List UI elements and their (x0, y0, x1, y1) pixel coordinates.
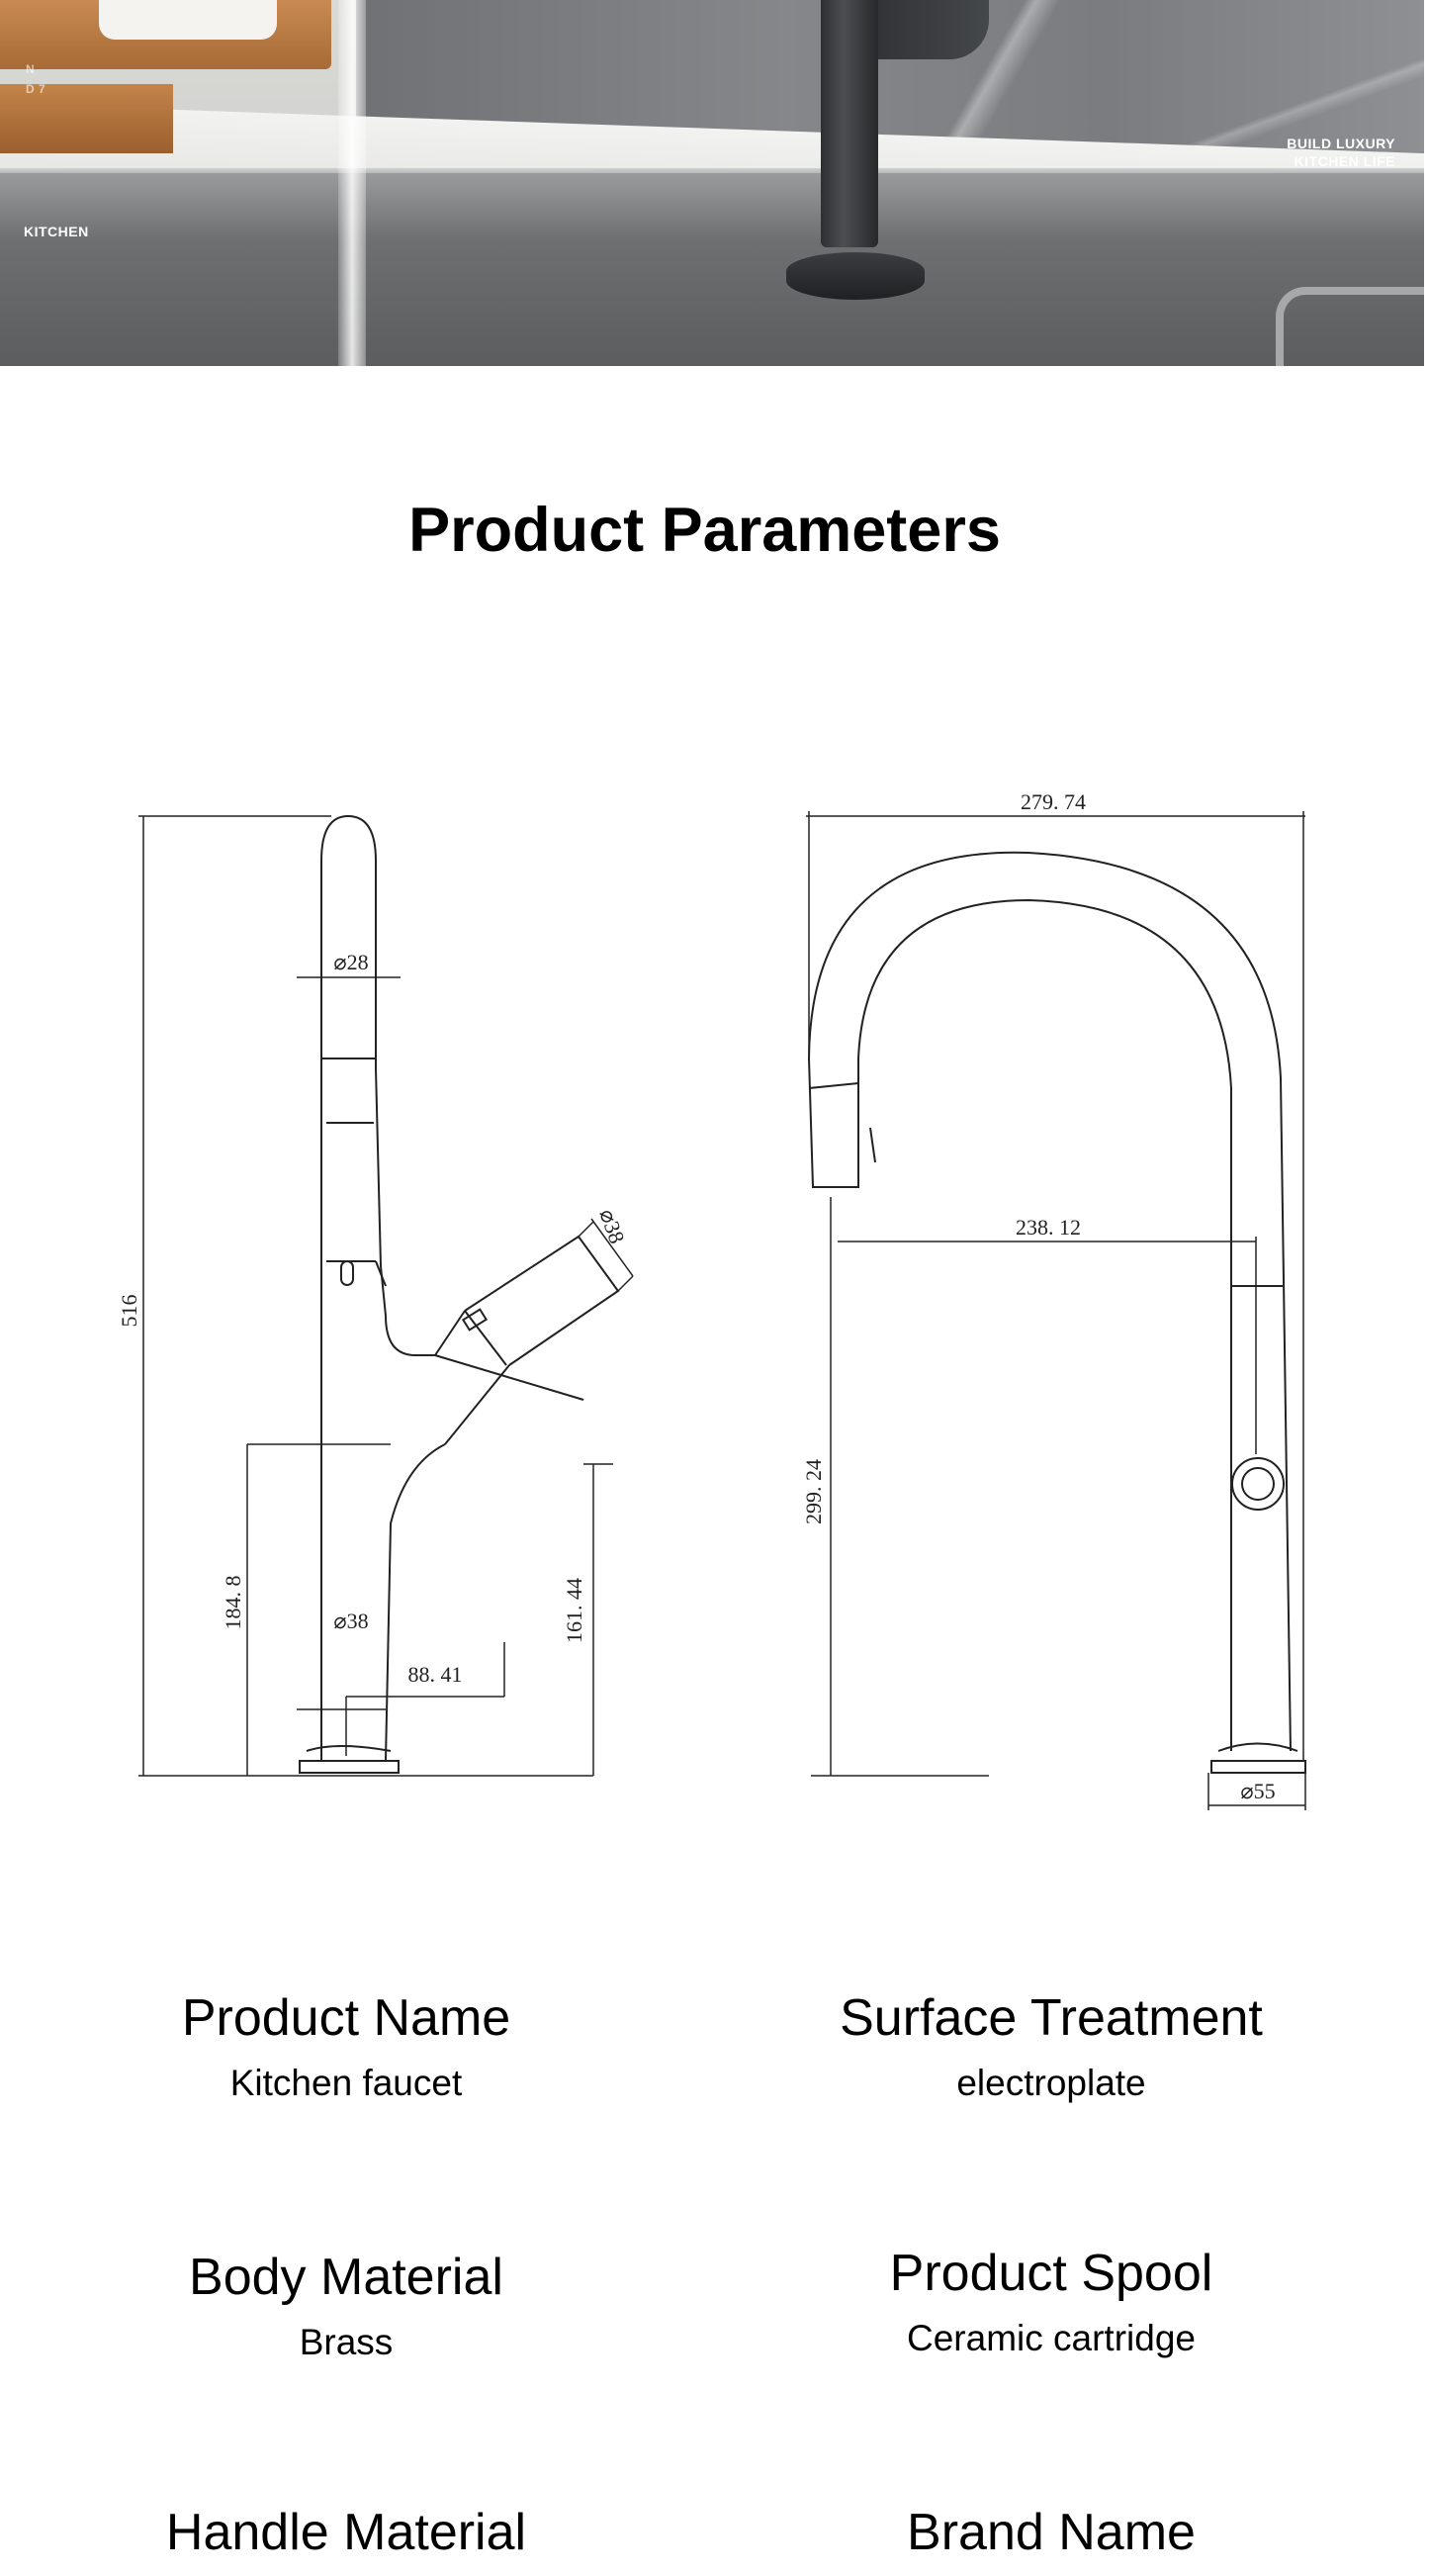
water-stream (338, 0, 366, 366)
dim-total-height: 516 (117, 1295, 141, 1328)
dim-handle-height: 184. 8 (221, 1576, 245, 1630)
side-view-drawing (299, 814, 620, 1774)
side-view-labels: 516 ⌀28 184. 8 ⌀38 88. 41 161. 44 ⌀38 (117, 950, 630, 1687)
front-view-drawing (808, 851, 1306, 1774)
spec-brand-name: Brand Name (774, 2503, 1328, 2576)
cup (99, 0, 277, 40)
hero-kitchen-caption: KITCHEN (24, 224, 89, 239)
technical-drawings: 516 ⌀28 184. 8 ⌀38 88. 41 161. 44 ⌀38 27… (117, 789, 1306, 1810)
spec-value: Kitchen faucet (229, 2063, 463, 2103)
spec-key: Product Name (181, 1989, 511, 2047)
front-view-labels: 279. 74 238. 12 299. 24 ⌀55 (801, 789, 1276, 1803)
hero-faint-line-1: N (26, 62, 36, 76)
spec-body-material: Body Material Brass (69, 2248, 623, 2364)
faucet-base (786, 252, 925, 300)
spec-key: Brand Name (907, 2504, 1196, 2561)
spec-product-spool: Product Spool Ceramic cartridge (774, 2244, 1328, 2360)
spec-value: electroplate (956, 2063, 1146, 2103)
spec-product-name: Product Name Kitchen faucet (69, 1988, 623, 2105)
hero-tagline: BUILD LUXURY KITCHEN LIFE (1287, 135, 1395, 170)
faucet-neck (821, 0, 878, 247)
dim-top-diameter: ⌀28 (333, 950, 368, 974)
dim-reach: 238. 12 (1016, 1215, 1081, 1240)
dim-total-width: 279. 74 (1021, 789, 1086, 814)
spec-surface-treatment: Surface Treatment electroplate (774, 1988, 1328, 2105)
page-title: Product Parameters (408, 496, 1001, 565)
spec-key: Product Spool (889, 2245, 1213, 2302)
spec-key: Surface Treatment (840, 1989, 1263, 2047)
spec-value: Brass (299, 2322, 394, 2362)
dim-handle-end-height: 161. 44 (562, 1578, 586, 1643)
side-view-dimension-lines (138, 815, 634, 1777)
hero-faint-text: N D 7 (26, 59, 45, 99)
spec-key: Body Material (189, 2249, 503, 2306)
spec-handle-material: Handle Material (69, 2503, 623, 2576)
dim-spout-height: 299. 24 (801, 1459, 826, 1524)
dim-handle-diameter: ⌀38 (594, 1206, 630, 1247)
soap-dispenser (1276, 287, 1429, 366)
hero-faint-line-2: D 7 (26, 82, 46, 96)
hero-tagline-line-2: KITCHEN LIFE (1294, 153, 1395, 169)
dim-front-base-diameter: ⌀55 (1240, 1779, 1275, 1803)
spec-key: Handle Material (165, 2504, 527, 2561)
dim-handle-offset: 88. 41 (408, 1662, 463, 1687)
cutting-board-lower (0, 84, 173, 153)
sink-basin (0, 173, 1429, 366)
edge-strip (1424, 0, 1429, 366)
dim-base-diameter: ⌀38 (333, 1609, 368, 1633)
hero-photo: N D 7 KITCHEN BUILD LUXURY KITCHEN LIFE (0, 0, 1429, 366)
spec-value: Ceramic cartridge (907, 2318, 1196, 2358)
hero-tagline-line-1: BUILD LUXURY (1287, 136, 1395, 151)
front-view-dimension-lines (806, 811, 1306, 1810)
